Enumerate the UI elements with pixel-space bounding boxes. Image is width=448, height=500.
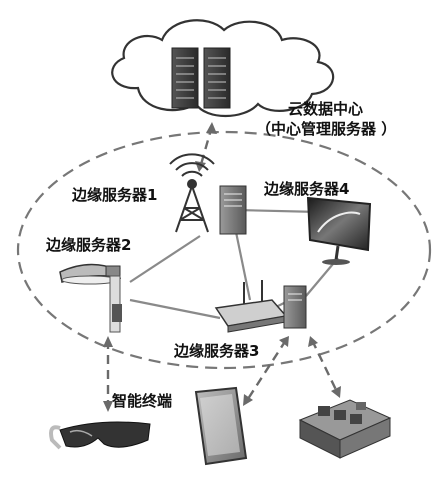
smart-glasses-icon	[49, 421, 151, 450]
central-management-server-label: （中心管理服务器 ）	[256, 120, 397, 138]
edge-server-2-label: 边缘服务器2	[46, 236, 132, 254]
router-icon	[214, 280, 288, 333]
circuit-board-icon	[298, 399, 392, 459]
server-icon	[219, 185, 247, 235]
smartphone-icon	[194, 386, 248, 466]
server-icon	[283, 285, 307, 329]
edge-server-3-label: 边缘服务器3	[174, 342, 260, 360]
edge-server-1-label: 边缘服务器1	[72, 186, 158, 204]
street-lamp-icon	[59, 263, 122, 333]
antenna-tower-icon	[169, 153, 215, 233]
dashed-links	[106, 125, 340, 408]
edge-server-4-label: 边缘服务器4	[264, 180, 350, 198]
smart-terminal-label: 智能终端	[112, 392, 173, 410]
server-rack-icon	[171, 47, 231, 109]
arrow-heads	[103, 122, 341, 412]
edge-network-boundary	[16, 130, 432, 370]
monitor-icon	[306, 196, 372, 265]
cloud-data-center-label: 云数据中心	[288, 100, 364, 118]
